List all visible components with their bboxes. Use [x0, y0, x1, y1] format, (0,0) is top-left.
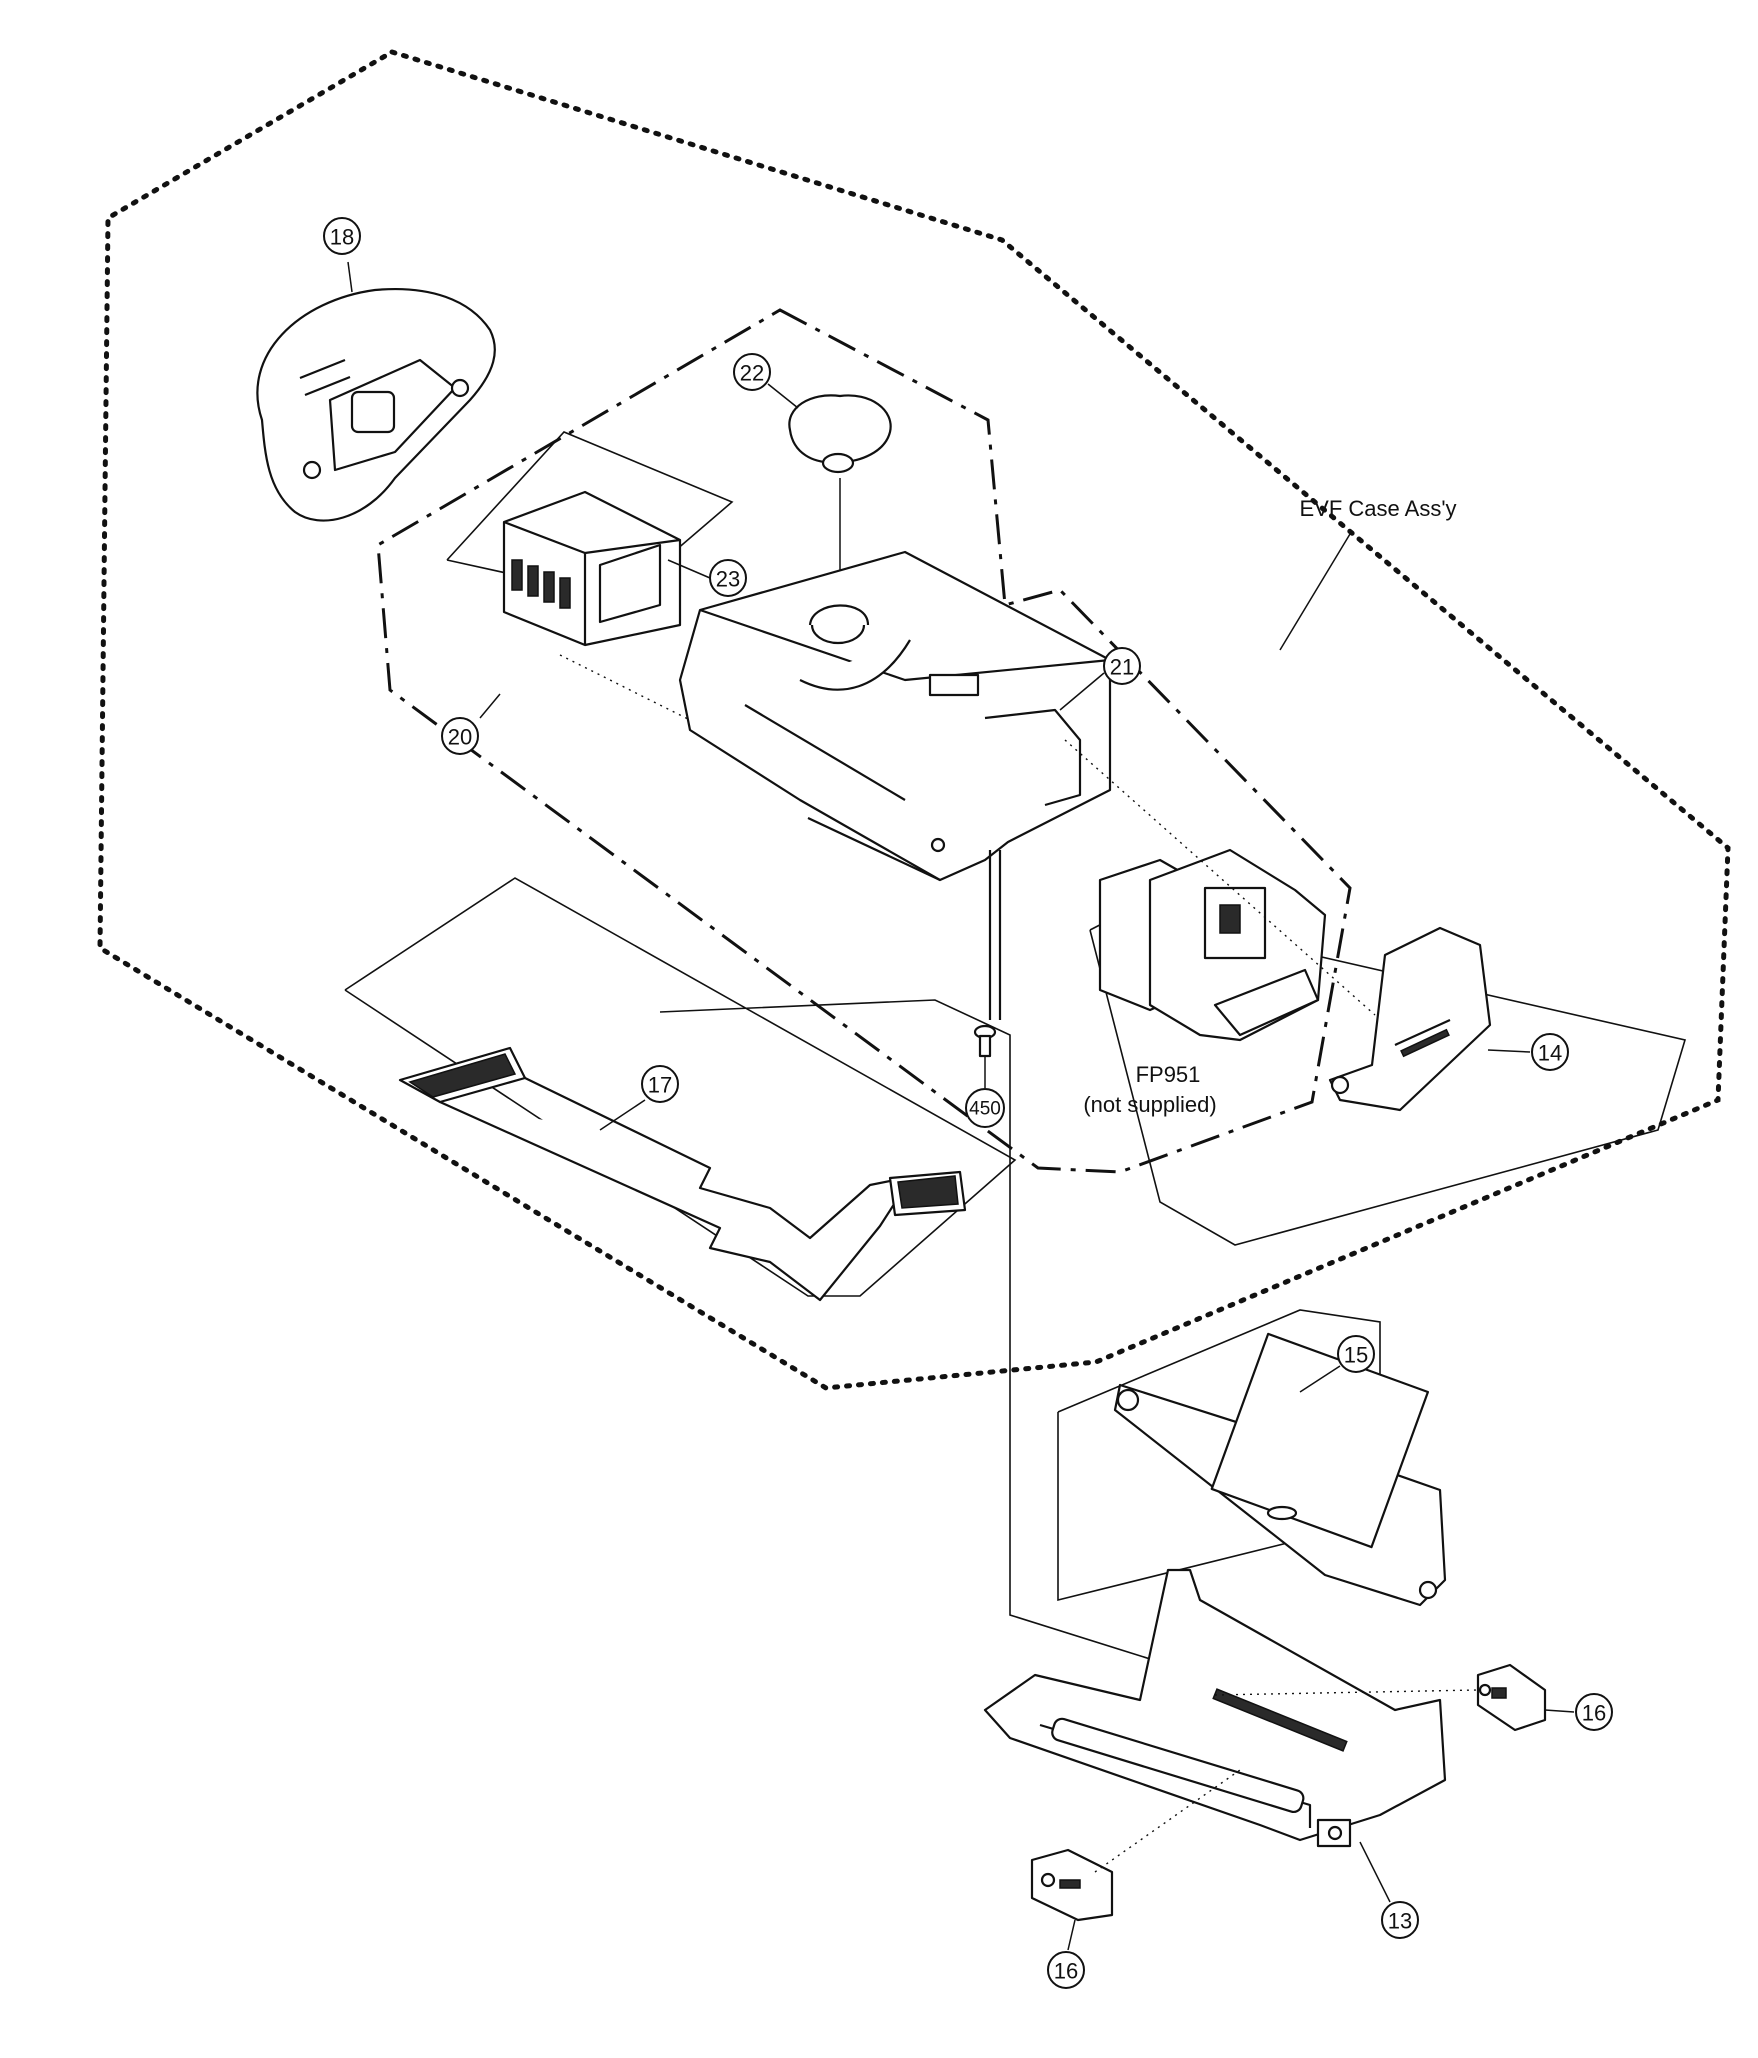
item-20-boundary — [376, 308, 1352, 1174]
part-cover-plate — [1113, 1332, 1447, 1607]
evf-case-boundary — [97, 49, 1731, 1391]
connector-note: (not supplied) — [1083, 1092, 1216, 1117]
callout-17: 17 — [599, 1065, 679, 1131]
part-base — [983, 1568, 1447, 1848]
part-clip-left — [1030, 1848, 1114, 1922]
callout-21: 21 — [1059, 647, 1141, 711]
svg-text:20: 20 — [448, 725, 472, 750]
svg-text:450: 450 — [969, 1099, 1001, 1120]
part-lens-block — [502, 490, 682, 647]
callout-14: 14 — [1487, 1033, 1569, 1071]
svg-text:21: 21 — [1110, 655, 1134, 680]
svg-text:23: 23 — [716, 567, 740, 592]
svg-text:16: 16 — [1582, 1701, 1606, 1726]
connector-label: FP951 — [1136, 1062, 1201, 1087]
assembly-label: EVF Case Ass'y — [1299, 496, 1456, 521]
callout-16-right: 16 — [1544, 1693, 1613, 1731]
svg-text:17: 17 — [648, 1073, 672, 1098]
long-guide-line — [659, 999, 1409, 1741]
callout-15: 15 — [1299, 1335, 1375, 1393]
callout-13: 13 — [1359, 1841, 1419, 1939]
svg-text:13: 13 — [1388, 1909, 1412, 1934]
part-knob — [788, 394, 892, 580]
guide-dots-d — [1094, 1769, 1241, 1873]
part-eyecup — [256, 288, 496, 522]
svg-text:22: 22 — [740, 361, 764, 386]
svg-text:14: 14 — [1538, 1041, 1562, 1066]
part-clip-right — [1476, 1663, 1547, 1732]
callout-18: 18 — [323, 217, 361, 293]
guide-dots-a — [559, 654, 691, 721]
svg-text:16: 16 — [1054, 1959, 1078, 1984]
assembly-label-leader — [1279, 533, 1351, 651]
part-flex-cable — [398, 1046, 967, 1302]
callout-23: 23 — [667, 559, 747, 597]
part-frame — [678, 550, 1112, 1020]
callout-22: 22 — [733, 353, 799, 409]
part-bracket — [1328, 926, 1492, 1112]
svg-text:18: 18 — [330, 225, 354, 250]
part-fp951-connector — [1098, 848, 1327, 1042]
svg-text:15: 15 — [1344, 1343, 1368, 1368]
callout-16-left: 16 — [1047, 1919, 1085, 1989]
callout-450: 450 — [965, 1056, 1005, 1128]
callout-20: 20 — [441, 693, 501, 755]
part-screw — [973, 1024, 997, 1058]
guide-dots-c — [1214, 1689, 1479, 1696]
